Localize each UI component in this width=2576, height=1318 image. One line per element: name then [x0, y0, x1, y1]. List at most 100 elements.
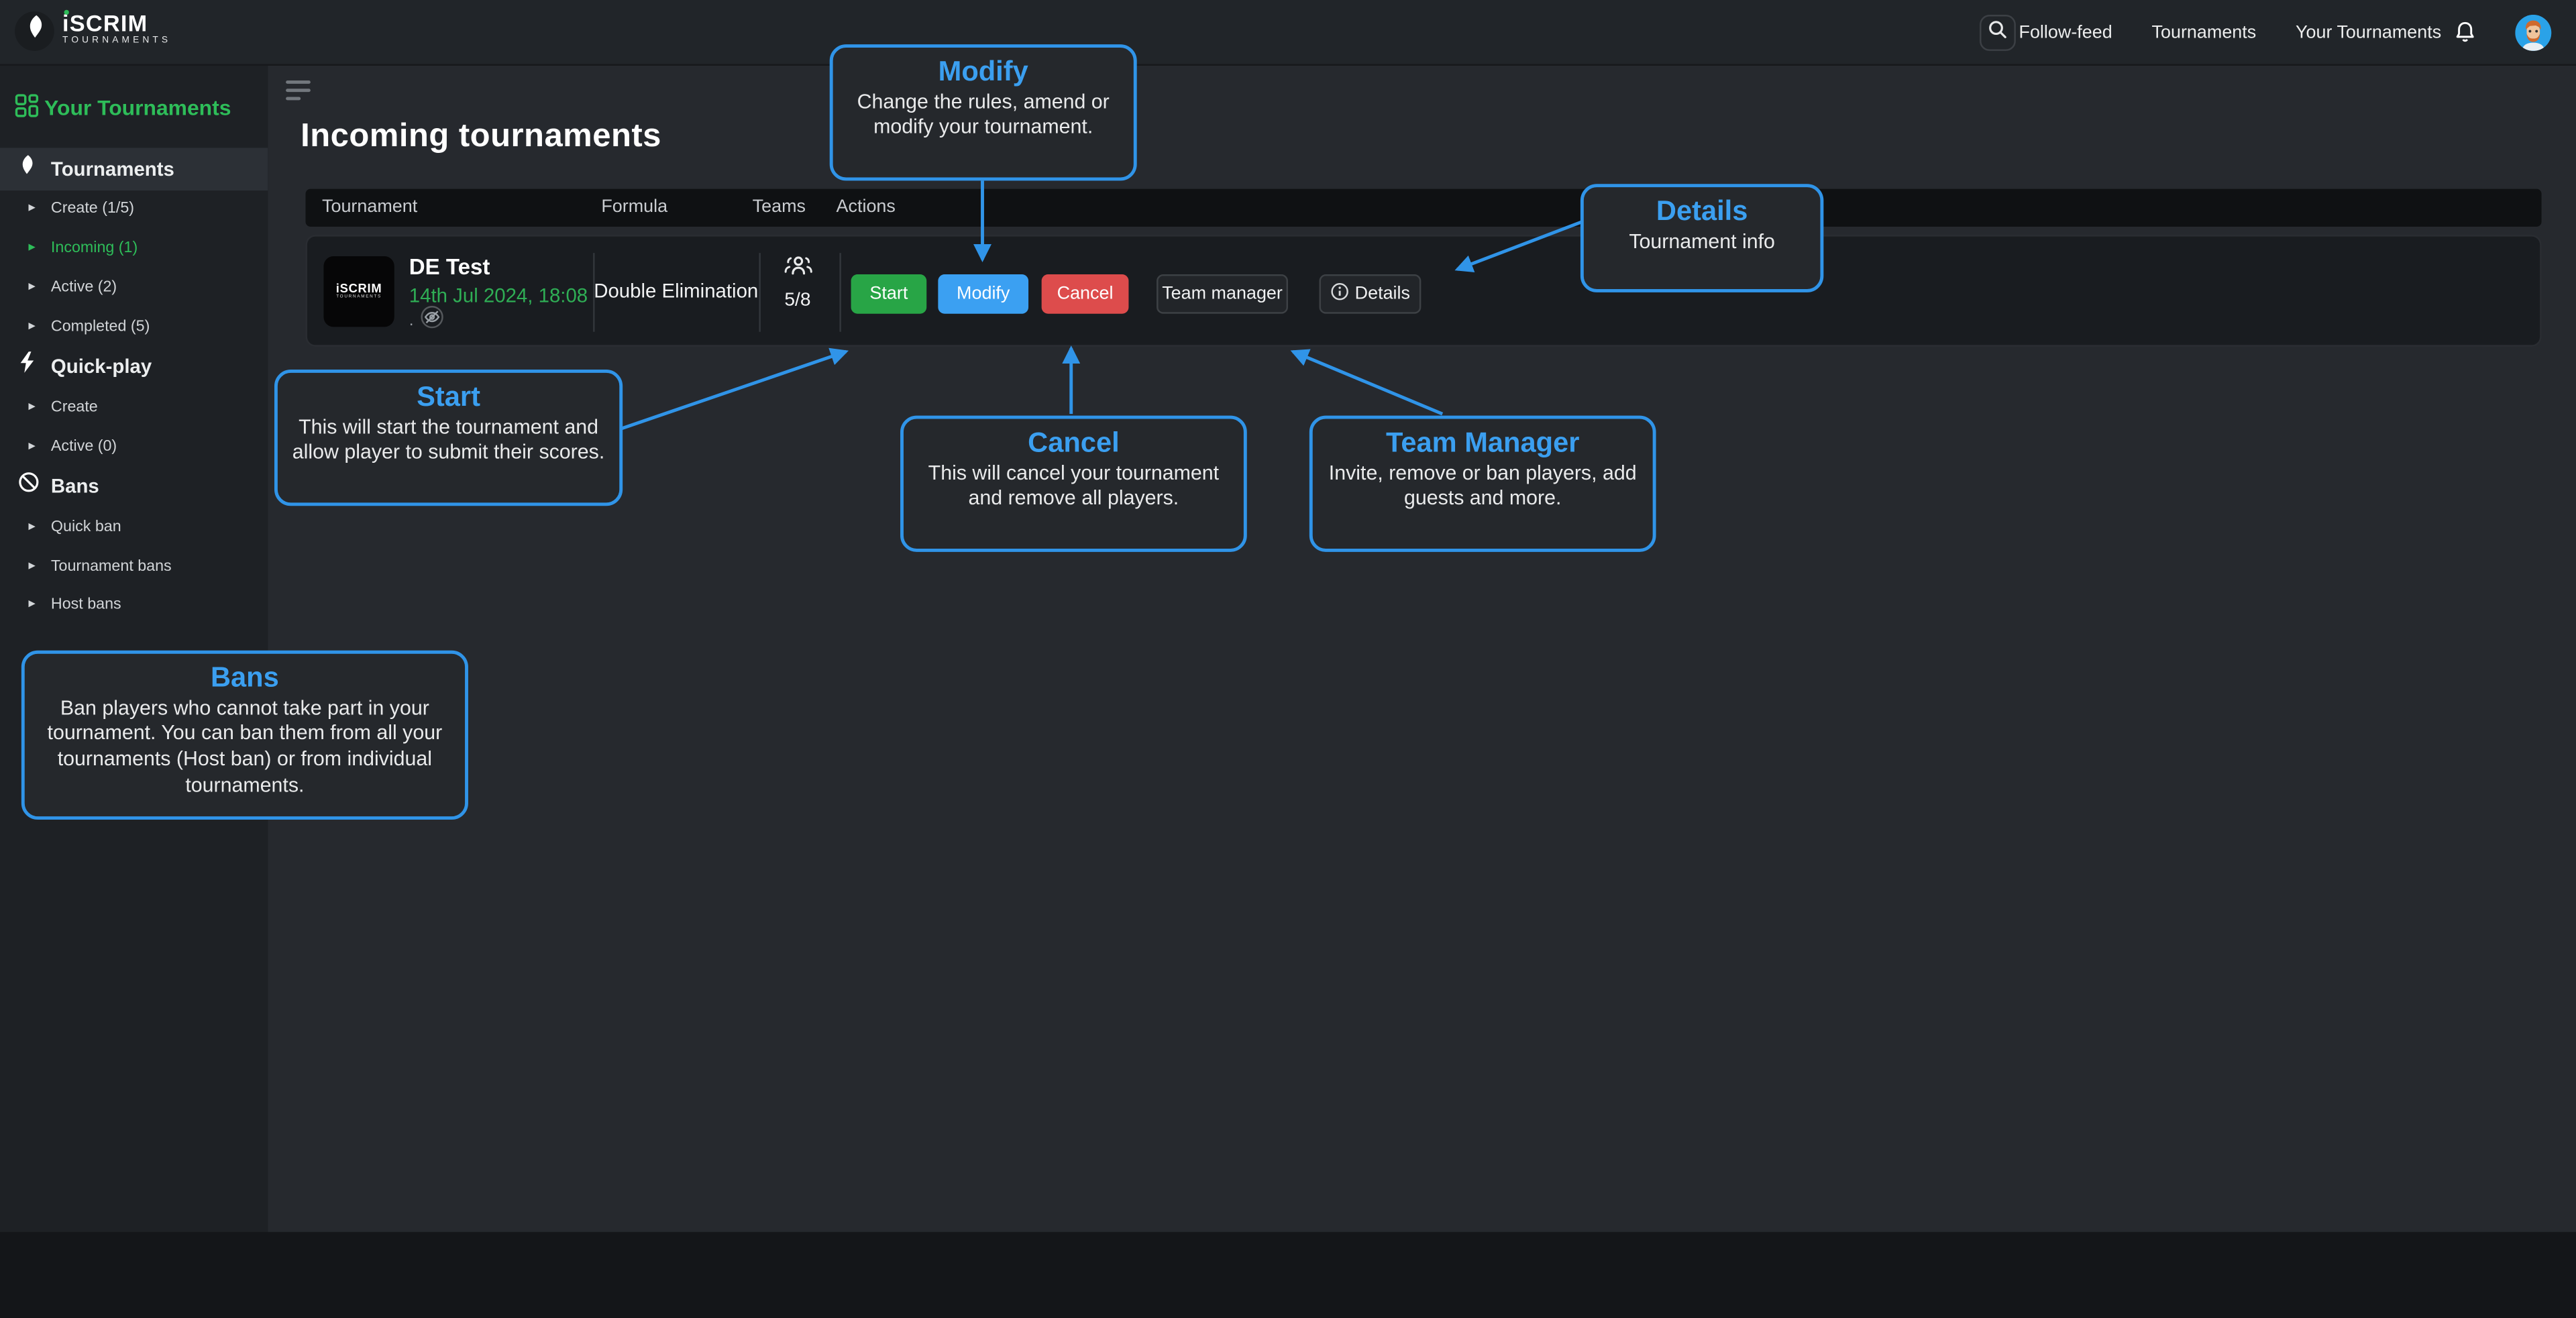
sidebar-item-label: Create (1/5): [50, 199, 135, 218]
sidebar-item-quick-play[interactable]: Quick-play: [0, 347, 268, 386]
callout-title: Cancel: [1028, 427, 1120, 459]
chevron-right-icon: ►: [26, 203, 38, 215]
nav-follow-feed[interactable]: Follow-feed: [2019, 23, 2112, 43]
callout-cancel: Cancel This will cancel your tournament …: [900, 415, 1247, 552]
sidebar-header-label: Your Tournaments: [44, 95, 231, 120]
eye-off-icon: [420, 306, 443, 337]
meta-dot: .: [409, 312, 414, 331]
sidebar-item-label: Completed (5): [50, 317, 150, 336]
top-bar: iSCRIM TOURNAMENTS Follow-feed Tournamen…: [0, 0, 2576, 66]
sidebar-item-label: Active (2): [50, 278, 117, 297]
avatar-face-icon: [2515, 15, 2552, 51]
sidebar-item-quick-active[interactable]: ► Active (0): [0, 427, 268, 466]
tournament-teams: 5/8: [772, 253, 823, 311]
table-header: Tournament Formula Teams Actions: [305, 188, 2542, 227]
callout-body: Change the rules, amend or modify your t…: [857, 89, 1110, 139]
column-divider: [839, 253, 841, 332]
callout-body: Invite, remove or ban players, add guest…: [1328, 461, 1637, 510]
chevron-right-icon: ►: [26, 440, 38, 452]
page-title: Incoming tournaments: [301, 118, 661, 155]
details-button[interactable]: Details: [1319, 274, 1421, 314]
search-button[interactable]: [1980, 15, 2016, 51]
callout-details: Details Tournament info: [1580, 184, 1824, 292]
sidebar-item-bans[interactable]: Bans: [0, 467, 268, 506]
callout-title: Start: [417, 381, 480, 413]
sidebar-item-label: Tournaments: [50, 156, 174, 180]
brand-dot: [64, 9, 70, 15]
tournament-name: DE Test: [409, 254, 490, 280]
sidebar-item-quick-create[interactable]: ► Create: [0, 387, 268, 427]
callout-title: Team Manager: [1385, 427, 1580, 459]
brand-text[interactable]: iSCRIM TOURNAMENTS: [62, 9, 172, 47]
brand-name: iSCRIM: [62, 9, 148, 36]
top-navigation: Follow-feed Tournaments Your Tournaments: [2019, 0, 2441, 66]
column-divider: [593, 253, 595, 332]
menu-toggle[interactable]: [286, 80, 312, 105]
nav-tournaments[interactable]: Tournaments: [2151, 23, 2257, 43]
tournament-formula: Double Elimination: [594, 279, 759, 303]
callout-start: Start This will start the tournament and…: [274, 370, 623, 506]
user-avatar[interactable]: [2515, 15, 2552, 51]
tournament-logo: iSCRIM TOURNAMENTS: [323, 256, 394, 327]
lightning-icon: [18, 351, 36, 381]
details-button-label: Details: [1354, 284, 1410, 305]
sidebar-item-quick-ban[interactable]: ► Quick ban: [0, 507, 268, 547]
chevron-right-icon: ►: [26, 321, 38, 333]
nav-your-tournaments[interactable]: Your Tournaments: [2296, 23, 2442, 43]
callout-body: Tournament info: [1629, 229, 1775, 253]
callout-title: Details: [1656, 195, 1748, 227]
team-manager-button[interactable]: Team manager: [1157, 274, 1289, 314]
tournament-logo-tagline: TOURNAMENTS: [336, 294, 382, 300]
chevron-right-icon: ►: [26, 282, 38, 294]
search-icon: [1988, 18, 2007, 48]
callout-title: Bans: [210, 661, 279, 694]
callout-team-manager: Team Manager Invite, remove or ban playe…: [1309, 415, 1656, 552]
sidebar-item-create-tournament[interactable]: ► Create (1/5): [0, 189, 268, 229]
sidebar-item-label: Host bans: [50, 595, 121, 614]
column-header-actions: Actions: [836, 197, 896, 217]
cancel-button[interactable]: Cancel: [1041, 274, 1129, 314]
sidebar-item-active-tournaments[interactable]: ► Active (2): [0, 268, 268, 307]
flame-icon: [18, 154, 36, 183]
callout-body: This will cancel your tournament and rem…: [928, 461, 1220, 510]
footer-strip: [0, 1231, 2576, 1318]
teams-count: 5/8: [784, 290, 811, 311]
sidebar-header[interactable]: Your Tournaments: [0, 89, 268, 125]
chevron-right-icon: ►: [26, 400, 38, 413]
chevron-right-icon: ►: [26, 520, 38, 533]
sidebar-item-label: Create: [50, 397, 98, 416]
modify-button[interactable]: Modify: [938, 274, 1029, 314]
sidebar-item-completed[interactable]: ► Completed (5): [0, 307, 268, 347]
bell-icon: [2455, 21, 2476, 51]
sidebar-item-host-bans[interactable]: ► Host bans: [0, 585, 268, 624]
sidebar-item-label: Bans: [50, 474, 99, 498]
sidebar-item-label: Quick-play: [50, 354, 152, 378]
chevron-right-icon: ►: [26, 598, 38, 610]
chevron-right-icon: ►: [26, 242, 38, 254]
brand-logo[interactable]: [15, 11, 54, 51]
brand-tagline: TOURNAMENTS: [62, 36, 172, 46]
sidebar-item-label: Quick ban: [50, 517, 121, 536]
callout-body: Ban players who cannot take part in your…: [47, 696, 443, 797]
tournament-row[interactable]: iSCRIM TOURNAMENTS DE Test 14th Jul 2024…: [305, 235, 2542, 347]
sidebar-item-tournament-bans[interactable]: ► Tournament bans: [0, 546, 268, 586]
sidebar-item-label: Active (0): [50, 437, 117, 455]
start-button[interactable]: Start: [851, 274, 927, 314]
sidebar-item-tournaments[interactable]: Tournaments: [0, 147, 268, 190]
sidebar-item-label: Incoming (1): [50, 239, 138, 258]
column-header-tournament: Tournament: [322, 197, 418, 217]
info-icon: [1330, 282, 1348, 305]
callout-title: Modify: [938, 56, 1028, 87]
sidebar: Your Tournaments Tournaments ► Create (1…: [0, 65, 268, 1232]
column-header-formula: Formula: [601, 197, 668, 217]
flame-icon: [24, 15, 46, 48]
tournament-logo-name: iSCRIM: [335, 280, 382, 296]
dashboard-grid-icon: [15, 94, 40, 127]
sidebar-item-incoming[interactable]: ► Incoming (1): [0, 228, 268, 268]
chevron-right-icon: ►: [26, 560, 38, 572]
notifications-button[interactable]: [2455, 21, 2476, 53]
ban-icon: [18, 472, 40, 501]
column-header-teams: Teams: [752, 197, 806, 217]
sidebar-item-label: Tournament bans: [50, 557, 172, 575]
